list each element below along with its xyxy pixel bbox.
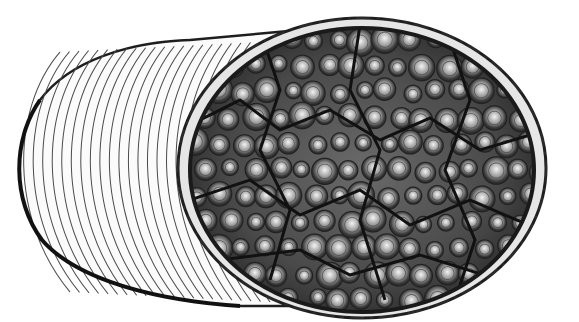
nerve-fiber xyxy=(531,51,558,78)
nerve-fiber xyxy=(528,259,555,286)
nerve-fiber xyxy=(314,210,335,231)
nerve-fiber xyxy=(524,293,543,312)
nerve-fiber xyxy=(496,288,521,313)
nerve-fiber xyxy=(254,134,279,159)
nerve-fiber xyxy=(338,161,357,180)
nerve-fiber xyxy=(404,85,422,103)
nerve-fiber xyxy=(482,106,506,130)
nerve-fiber xyxy=(450,238,469,257)
nerve-fiber xyxy=(415,162,436,183)
nerve-fiber xyxy=(398,130,422,154)
nerve-fiber xyxy=(373,78,395,100)
nerve-fiber xyxy=(508,159,528,179)
nerve-fiber xyxy=(355,135,371,151)
nerve-fiber xyxy=(217,109,238,130)
nerve-fiber xyxy=(312,158,338,184)
nerve-fiber xyxy=(209,135,230,156)
nerve-fiber xyxy=(194,158,216,180)
nerve-fiber xyxy=(222,159,239,176)
nerve-fiber xyxy=(365,56,384,75)
nerve-fiber xyxy=(291,55,315,79)
nerve-fiber xyxy=(409,108,433,132)
nerve-fiber xyxy=(285,82,301,98)
nerve-fiber xyxy=(278,132,300,154)
nerve-fiber xyxy=(233,135,255,157)
nerve-fiber xyxy=(504,265,527,288)
nerve-fiber xyxy=(469,78,494,103)
nerve-fiber xyxy=(405,187,422,204)
nerve-fiber xyxy=(424,136,444,156)
nerve-fiber xyxy=(519,33,538,52)
nerve-fiber xyxy=(387,157,411,181)
nerve-fiber xyxy=(319,54,340,75)
nerve-fiber xyxy=(291,214,308,231)
nerve-fiber xyxy=(374,234,399,259)
nerve-fiber xyxy=(437,214,454,231)
nerve-fiber xyxy=(236,187,256,207)
nerve-fiber xyxy=(474,30,492,48)
nerve-fiber xyxy=(293,161,309,177)
nerve-fiber xyxy=(220,209,243,232)
nerve-fiber xyxy=(505,53,529,77)
nerve-fiber xyxy=(331,85,350,104)
nerve-fiber xyxy=(266,265,287,286)
nerve-fiber xyxy=(330,31,348,49)
nerve-fiber xyxy=(296,267,313,284)
nerve-fiber xyxy=(428,186,447,205)
nerve-fiber xyxy=(243,103,270,130)
nerve-fiber xyxy=(410,264,433,287)
nerve-fiber xyxy=(408,54,434,80)
nerve-fiber xyxy=(350,288,372,310)
nerve-fiber xyxy=(499,29,519,49)
nerve-fiber xyxy=(247,213,264,230)
nerve-fiber xyxy=(357,82,373,98)
nerve-fiber xyxy=(475,240,493,258)
nerve-fiber xyxy=(325,235,352,262)
cross-section-face xyxy=(178,18,559,318)
nerve-fiber xyxy=(389,59,407,77)
nerve-fiber xyxy=(309,136,327,154)
nerve-fiber xyxy=(331,133,349,151)
nerve-fiber xyxy=(483,157,511,185)
nerve-fiber xyxy=(310,289,326,305)
nerve-fiber xyxy=(499,188,516,205)
nerve-fiber xyxy=(470,288,492,310)
nerve-fiber xyxy=(425,80,444,99)
nerve-fiber xyxy=(460,159,478,177)
nerve-fiber xyxy=(489,214,507,232)
nerve-fiber xyxy=(232,239,249,256)
